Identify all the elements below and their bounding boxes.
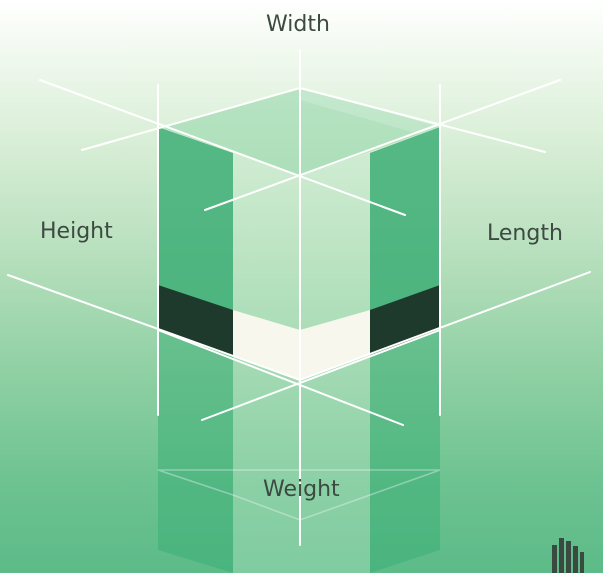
length-label: Length	[487, 223, 563, 245]
width-label: Width	[266, 14, 330, 36]
weight-label: Weight	[263, 479, 340, 501]
axis-lines	[8, 50, 590, 545]
right-panel-lower	[370, 330, 440, 573]
left-panel-lower	[158, 330, 233, 573]
height-label: Height	[40, 221, 113, 243]
building-icon	[552, 538, 584, 573]
